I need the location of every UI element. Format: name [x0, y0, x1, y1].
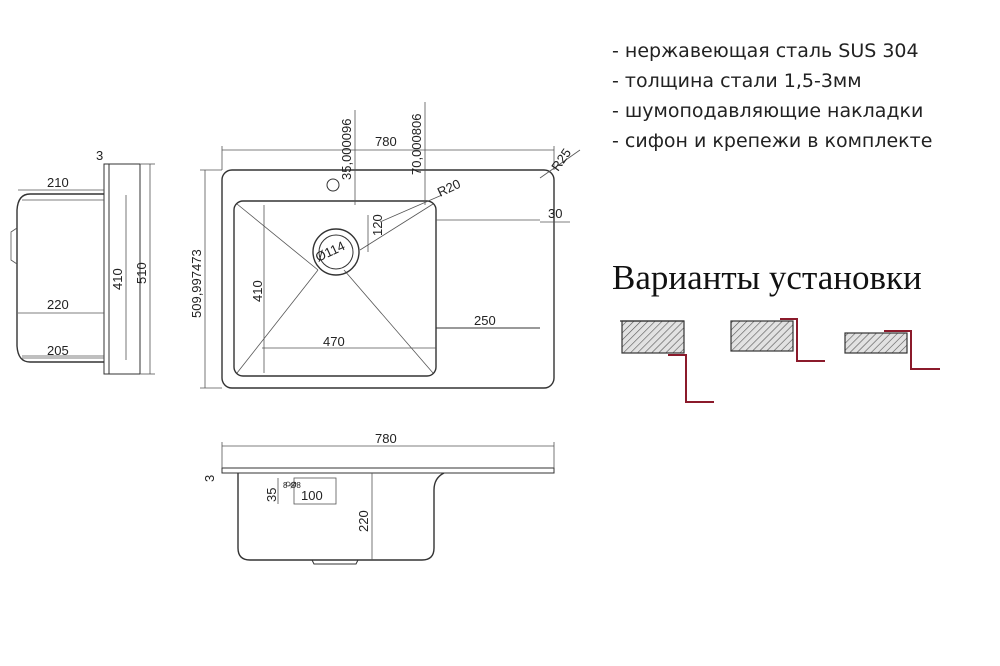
dim-top-edge-margin: 30: [548, 206, 562, 221]
dim-top-drain-diameter: Ø114: [313, 238, 347, 265]
dim-side-mid-width: 220: [47, 297, 69, 312]
feature-steel: - нержавеющая сталь SUS 304: [612, 40, 919, 62]
feature-siphon: - сифон и крепежи в комплекте: [612, 130, 933, 152]
dim-side-thickness: 3: [96, 148, 103, 163]
drain-outer: [312, 228, 360, 276]
dim-top-offset1: 35,000096: [339, 119, 354, 180]
front-bowl: [237, 472, 445, 561]
top-view: 780 509,997473 35,000096 70,000806 R25 R…: [189, 102, 581, 389]
dim-side-top-width: 210: [47, 175, 69, 190]
front-view: 780 3 35 100 220 8-Ø8: [202, 431, 555, 565]
top-bowl: [233, 200, 437, 377]
side-bowl-profile: [16, 193, 104, 363]
dim-side-total-height: 510: [134, 262, 149, 284]
dim-front-overflow-holes: 8-Ø8: [283, 481, 301, 490]
install-variant-flush: [730, 318, 825, 362]
install-variant-undermount: [620, 320, 714, 403]
dim-front-depth: 220: [356, 510, 371, 532]
top-outer-rim: [221, 169, 555, 389]
install-variants-title: Варианты установки: [612, 258, 922, 297]
dim-top-offset2: 70,000806: [409, 114, 424, 175]
feature-noise-pads: - шумоподавляющие накладки: [612, 100, 924, 122]
install-variant-overmount: [844, 330, 940, 370]
drain-inner: [318, 234, 354, 270]
tap-hole: [326, 178, 340, 192]
feature-thickness: - толщина стали 1,5-3мм: [612, 70, 862, 92]
front-rim: [221, 467, 555, 474]
dim-top-drain-offset: 120: [370, 214, 385, 236]
front-drain: [311, 559, 359, 565]
dim-front-overflow-width: 100: [301, 488, 323, 503]
dim-side-bowl-height: 410: [110, 268, 125, 290]
dim-top-drainboard-width: 250: [474, 313, 496, 328]
dim-front-overflow-height: 35: [264, 488, 279, 502]
dim-top-bowl-height: 410: [250, 280, 265, 302]
side-rim: [103, 163, 110, 375]
front-overflow-box: [293, 477, 337, 505]
dim-top-height: 509,997473: [189, 249, 204, 318]
dim-side-bottom-width: 205: [47, 343, 69, 358]
dim-top-inner-radius: R20: [435, 176, 463, 200]
dim-top-bowl-width: 470: [323, 334, 345, 349]
dim-front-thickness: 3: [202, 475, 217, 482]
dim-front-width: 780: [375, 431, 397, 446]
side-view: 3 210 220 205 410 510: [10, 148, 155, 375]
dim-top-width: 780: [375, 134, 397, 149]
